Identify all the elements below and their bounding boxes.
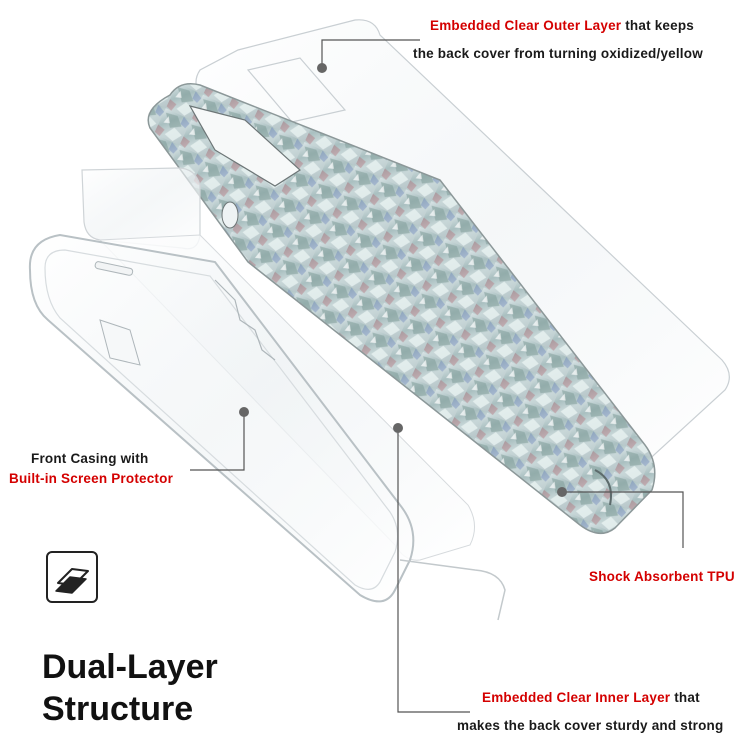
inner-layer-label-line1: Embedded Clear Inner Layer that	[482, 690, 700, 705]
front-casing	[28, 233, 506, 621]
outer-layer-label-line2: the back cover from turning oxidized/yel…	[413, 46, 703, 61]
leader-lines	[190, 39, 684, 713]
leader-dots	[239, 63, 567, 497]
layers-icon	[46, 551, 98, 603]
shell-back-cover	[147, 83, 656, 534]
leader-inner-layer	[397, 428, 470, 713]
inner-layer-rest: that	[670, 690, 700, 705]
dot-inner-layer	[393, 423, 403, 433]
outer-layer-label-line1: Embedded Clear Outer Layer that keeps	[430, 18, 694, 33]
leader-shock	[562, 491, 684, 548]
dot-shock	[557, 487, 567, 497]
outer-layer-highlight: Embedded Clear Outer Layer	[430, 18, 622, 33]
leader-front-casing	[190, 412, 245, 471]
inner-layer-label-line2: makes the back cover sturdy and strong	[457, 718, 724, 733]
dot-outer-layer	[317, 63, 327, 73]
title-line1: Dual-Layer	[42, 648, 218, 686]
shock-absorbent-label: Shock Absorbent TPU	[589, 569, 735, 584]
outer-layer-rest: that keeps	[621, 18, 694, 33]
title-line2: Structure	[42, 690, 194, 728]
layers-icon-graphic	[55, 568, 89, 594]
front-casing-label-line2: Built-in Screen Protector	[9, 471, 174, 486]
front-casing-label-line1: Front Casing with	[31, 451, 149, 466]
leader-outer-layer	[321, 39, 420, 68]
inner-layer-highlight: Embedded Clear Inner Layer	[482, 690, 671, 705]
dot-front-casing	[239, 407, 249, 417]
